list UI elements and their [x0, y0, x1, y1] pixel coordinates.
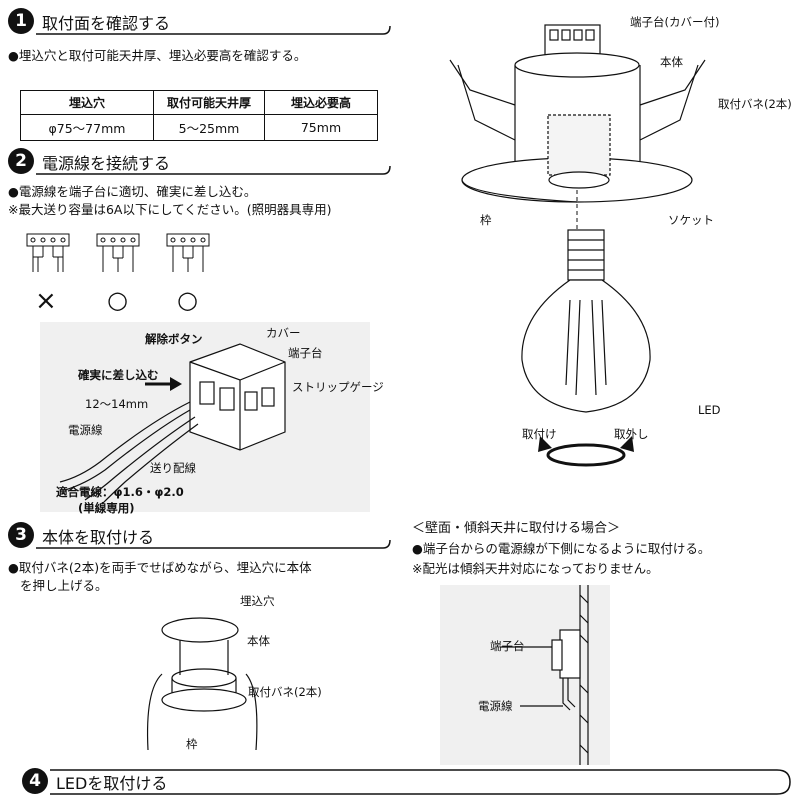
label-socket: ソケット	[668, 213, 714, 227]
label-install-hole: 埋込穴	[240, 594, 275, 608]
label-cover: カバー	[266, 326, 301, 340]
section-1-bullet: ●埋込穴と取付可能天井厚、埋込必要高を確認する。	[8, 48, 307, 63]
label-wire-spec-note: (単線専用)	[78, 501, 135, 515]
header-hole: 埋込穴	[20, 90, 154, 115]
led-bulb-illustration	[521, 229, 651, 467]
label-terminal-cover: 端子台(カバー付)	[630, 15, 720, 29]
label-insert: 確実に差し込む	[78, 368, 159, 382]
cell-thickness: 5〜25mm	[153, 114, 265, 141]
label-wire-spec: 適合電線：φ1.6・φ2.0	[56, 485, 184, 499]
header-underline	[36, 25, 391, 35]
section-3-bullet-2: を押し上げる。	[20, 578, 108, 593]
header-thickness: 取付可能天井厚	[153, 90, 265, 115]
connector-illustration	[40, 322, 370, 512]
label-power-wire: 電源線	[68, 423, 103, 437]
header-underline	[36, 165, 391, 175]
spec-table: 埋込穴 取付可能天井厚 埋込必要高 φ75〜77mm 5〜25mm 75mm	[20, 90, 378, 141]
header-height: 埋込必要高	[264, 90, 378, 115]
section-title: 取付面を確認する	[42, 14, 171, 33]
section-3-bullet-1: ●取付バネ(2本)を両手でせばめながら、埋込穴に本体	[8, 560, 312, 575]
section-title: 電源線を接続する	[42, 154, 171, 173]
label-attach: 取付け	[522, 427, 557, 441]
section-2-header: 2 電源線を接続する	[8, 148, 391, 176]
section-2-bullet-1: ●電源線を端子台に適切、確実に差し込む。	[8, 184, 257, 199]
cell-hole: φ75〜77mm	[20, 114, 154, 141]
wall-bullet-2: ※配光は傾斜天井対応になっておりません。	[412, 561, 659, 576]
header-underline	[50, 769, 791, 795]
label-strip-gauge: ストリップゲージ	[292, 380, 384, 394]
label-led: LED	[698, 403, 721, 417]
label-fixture-spring: 取付バネ(2本)	[718, 97, 792, 111]
section-number: 4	[22, 768, 48, 794]
table-row: φ75〜77mm 5〜25mm 75mm	[20, 114, 378, 141]
cell-height: 75mm	[264, 114, 378, 141]
label-length: 12〜14mm	[85, 397, 149, 411]
section-number: 2	[8, 148, 34, 174]
section-number: 3	[8, 522, 34, 548]
table-header-row: 埋込穴 取付可能天井厚 埋込必要高	[20, 90, 378, 115]
label-release-button: 解除ボタン	[145, 332, 203, 346]
label-fixture-body: 本体	[660, 55, 683, 69]
label-terminal: 端子台	[288, 346, 323, 360]
wall-mount-illustration	[440, 585, 610, 765]
header-underline	[36, 539, 391, 549]
label-install-spring: 取付バネ(2本)	[248, 685, 322, 699]
wall-bullet-1: ●端子台からの電源線が下側になるように取付ける。	[412, 541, 711, 556]
mark-ng: ×	[35, 286, 57, 316]
label-fixture-frame: 枠	[480, 213, 492, 227]
label-wall-terminal: 端子台	[490, 639, 525, 653]
install-illustration	[147, 617, 258, 751]
label-feed-wire: 送り配線	[150, 461, 196, 475]
mark-ok-1: ○	[107, 286, 128, 314]
wall-title: ＜壁面・傾斜天井に取付ける場合＞	[412, 521, 621, 536]
label-wall-power-wire: 電源線	[478, 699, 513, 713]
label-install-frame: 枠	[186, 737, 198, 751]
section-title: LEDを取付ける	[56, 774, 168, 793]
fixture-illustration	[449, 24, 706, 230]
label-remove: 取外し	[614, 427, 649, 441]
section-title: 本体を取付ける	[42, 528, 155, 547]
section-2-bullet-2: ※最大送り容量は6A以下にしてください。(照明器具専用)	[8, 202, 332, 217]
section-3-header: 3 本体を取付ける	[8, 522, 391, 550]
section-4-header: 4 LEDを取付ける	[22, 768, 792, 796]
wiring-diagrams	[26, 233, 210, 272]
label-install-body: 本体	[247, 634, 270, 648]
mark-ok-2: ○	[177, 286, 198, 314]
section-number: 1	[8, 8, 34, 34]
section-1-header: 1 取付面を確認する	[8, 8, 391, 36]
